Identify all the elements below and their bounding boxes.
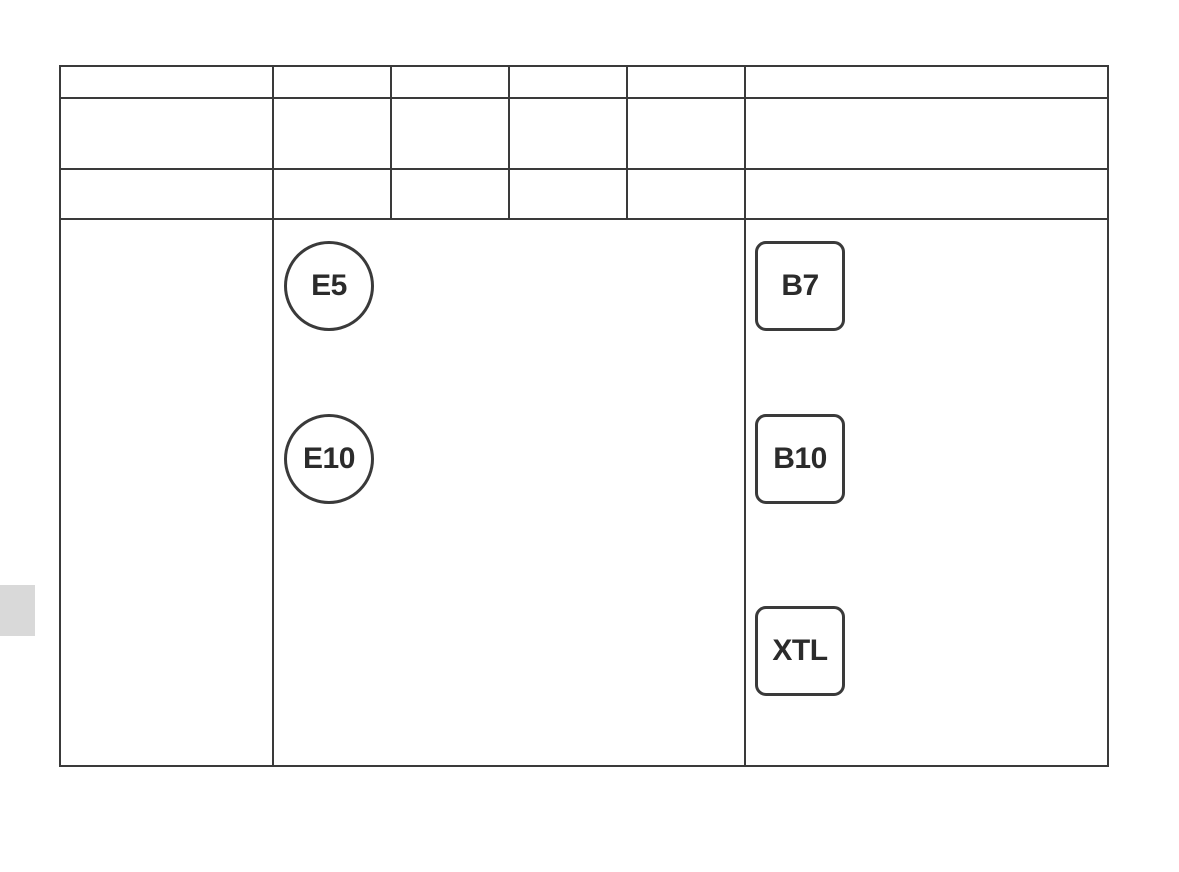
fuel-label-b10-icon: B10 bbox=[755, 414, 845, 504]
row-divider-1 bbox=[61, 97, 1107, 99]
col-divider-5 bbox=[744, 67, 746, 765]
fuel-label-e5-icon: E5 bbox=[284, 241, 374, 331]
fuel-label-b7-icon: B7 bbox=[755, 241, 845, 331]
col-divider-4 bbox=[626, 67, 628, 218]
col-divider-1 bbox=[272, 67, 274, 765]
col-divider-2 bbox=[390, 67, 392, 218]
fuel-label-xtl-icon: XTL bbox=[755, 606, 845, 696]
fuel-label-e10-icon: E10 bbox=[284, 414, 374, 504]
row-divider-3 bbox=[61, 218, 1107, 220]
page-side-tab bbox=[0, 585, 35, 636]
fuel-table bbox=[59, 65, 1109, 767]
col-divider-3 bbox=[508, 67, 510, 218]
row-divider-2 bbox=[61, 168, 1107, 170]
